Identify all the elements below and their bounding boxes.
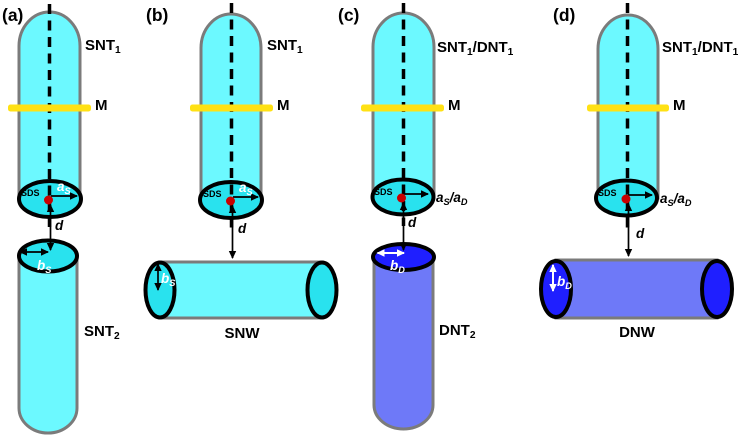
radius-a-label: aS/aD [436,190,468,207]
snw-right-end-ellipse [305,260,339,320]
radius-a-label: aS [239,180,254,197]
membrane-label: M [448,97,461,114]
membrane-label: M [277,97,290,114]
membrane-bar [190,104,273,112]
membrane-bar [361,104,444,112]
dnw-wire-body [554,258,719,320]
panel-tag: (b) [146,5,168,25]
membrane-label: M [95,97,108,114]
sds-molecule-dot [226,196,235,206]
panel-b: (b) SNT1 M SDS aS d bS SNW [143,3,339,342]
panel-tag: (d) [553,5,575,25]
lower-object-label: SNW [225,325,261,342]
sds-molecule-dot [397,193,406,203]
membrane-bar [587,104,669,112]
panel-tag: (a) [2,5,23,25]
lower-object-label: DNW [619,324,656,341]
surfactant-label: SDS [21,188,40,198]
upper-tube-label: SNT1/DNT1 [662,39,739,58]
upper-tube-label: SNT1 [267,37,303,56]
lower-object-label: SNT2 [84,323,120,342]
radius-b-label: bS [37,258,52,275]
upper-tube-label: SNT1/DNT1 [437,39,514,58]
surfactant-label: SDS [598,188,617,198]
snt2-tube [17,254,79,435]
panel-tag: (c) [338,5,359,25]
distance-d-label: d [55,218,64,233]
panel-a: (a) SNT1 M SDS aS d bS SNT2 [2,4,121,435]
upper-tube-label: SNT1 [85,37,121,56]
panel-d: (d) SNT1/DNT1 M SDS aS/aD d bD DNW [539,3,739,341]
radius-b-label: bD [557,274,572,291]
distance-d-label: d [238,221,247,236]
surfactant-label: SDS [374,187,393,197]
snw-wire-body [158,260,324,320]
membrane-label: M [673,97,686,114]
distance-d-label: d [636,226,645,241]
lower-object-label: DNT2 [439,322,476,341]
radius-a-label: aS [57,179,72,196]
membrane-bar [8,104,91,112]
radius-b-label: bS [161,271,176,288]
snw-left-end-ellipse [143,260,177,320]
sds-molecule-dot [44,195,53,205]
distance-d-label: d [408,215,417,230]
dnw-right-end-ellipse [700,259,734,319]
surfactant-label: SDS [203,189,222,199]
panel-c: (c) SNT1/DNT1 M SDS aS/aD d bD DNT2 [338,3,514,431]
radius-a-label: aS/aD [660,191,692,208]
dnt2-tube [372,255,435,431]
sds-molecule-dot [621,194,631,204]
radius-b-label: bD [390,258,405,275]
